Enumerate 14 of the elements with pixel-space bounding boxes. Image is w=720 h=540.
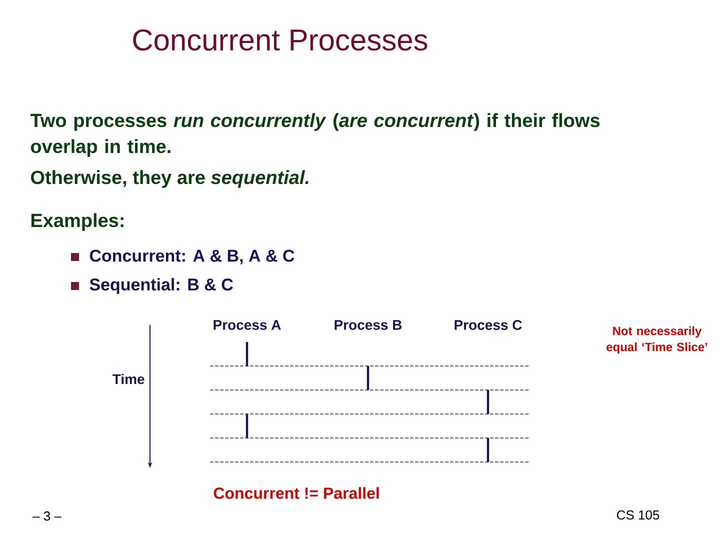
axis-label: Time xyxy=(112,374,144,384)
bullet-item: Concurrent: A & B, A & C xyxy=(90,250,294,264)
heading: Examples: xyxy=(31,213,124,231)
footer-text: CS 105 xyxy=(616,510,660,520)
title: Concurrent Processes xyxy=(133,29,428,51)
column-header: Process C xyxy=(454,320,522,330)
column-header: Process B xyxy=(334,320,402,330)
page-number: – 3 – xyxy=(32,511,62,521)
paragraph: Otherwise, they are sequential. xyxy=(31,170,308,188)
column-header: Process A xyxy=(214,320,281,330)
note: Concurrent != Parallel xyxy=(214,487,379,499)
bullet-item: Sequential: B & C xyxy=(90,278,233,294)
paragraph: Two processes run concurrently (are concurrent) if their flows overlap in time. xyxy=(30,113,600,157)
note: Not necessarily equal ‘Time Slice’ xyxy=(606,326,708,354)
